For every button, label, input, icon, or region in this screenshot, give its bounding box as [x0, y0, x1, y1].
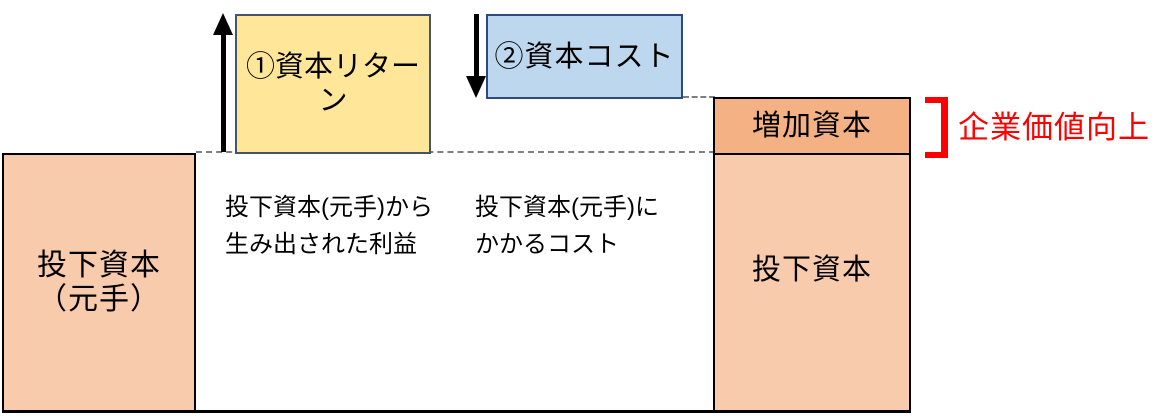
invested-capital-result-box: 投下資本: [713, 153, 911, 412]
capital-return-description-line1: 投下資本(元手)から: [225, 194, 433, 221]
capital-return-box: ①資本リターン: [235, 14, 431, 154]
up-arrow-head: [213, 13, 233, 35]
increased-capital-box: 増加資本: [713, 97, 911, 155]
capital-cost-description-line1: 投下資本(元手)に: [475, 194, 659, 221]
invested-capital-source-line2: （元手）: [37, 282, 161, 316]
capital-return-description-line2: 生み出された利益: [225, 231, 417, 258]
down-arrow-icon: [466, 14, 486, 98]
invested-capital-source-line1: 投下資本: [37, 248, 161, 282]
invested-capital-source-box: 投下資本 （元手）: [2, 153, 196, 412]
up-arrow-icon: [213, 13, 233, 152]
increased-capital-label: 増加資本: [751, 110, 872, 142]
value-increase-label: 企業価値向上: [958, 110, 1150, 145]
up-arrow-shaft: [220, 35, 226, 152]
down-arrow-head: [466, 76, 486, 98]
capital-return-description: 投下資本(元手)から 生み出された利益: [225, 189, 433, 263]
capital-return-label: ①資本リターン: [245, 51, 420, 117]
down-arrow-shaft: [473, 14, 479, 76]
capital-cost-description: 投下資本(元手)に かかるコスト: [475, 189, 659, 263]
value-increase-bracket-icon: [925, 97, 948, 158]
base-line: [2, 410, 911, 413]
cost-level-dotted-line: [683, 96, 715, 98]
invested-capital-source-label: 投下資本 （元手）: [37, 249, 161, 317]
invested-capital-result-label: 投下資本: [751, 253, 872, 286]
capital-cost-description-line2: かかるコスト: [475, 231, 619, 258]
capital-cost-box: ②資本コスト: [486, 14, 683, 99]
capital-cost-label: ②資本コスト: [494, 40, 675, 73]
capital-level-dotted-line: [196, 151, 715, 153]
